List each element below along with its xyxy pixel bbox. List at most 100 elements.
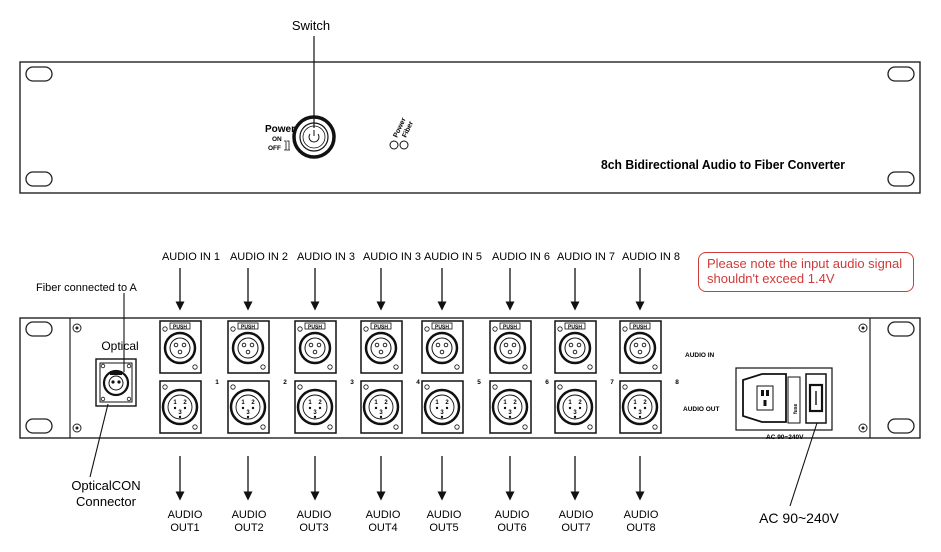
push-label: PUSH: [308, 325, 322, 331]
audio-out-label: AUDIO: [232, 509, 267, 521]
pin-label: 3: [638, 410, 642, 416]
screw-icon: [393, 424, 399, 430]
pin-label: 1: [503, 400, 507, 406]
channel-number: 2: [283, 379, 287, 386]
pin: [384, 406, 388, 410]
screw-icon: [424, 384, 430, 390]
screw-icon: [327, 364, 333, 370]
screw-icon: [557, 384, 563, 390]
pin-socket: [181, 342, 187, 348]
pin-socket: [507, 349, 513, 355]
push-label: PUSH: [435, 325, 449, 331]
audio-out-label: AUDIO: [427, 509, 462, 521]
pin-label: 3: [313, 410, 317, 416]
push-label: PUSH: [173, 325, 187, 331]
xlr-face: [499, 337, 521, 359]
audio-in-label: AUDIO IN 2: [230, 251, 288, 263]
pin-socket: [511, 342, 517, 348]
pin-socket: [316, 342, 322, 348]
pin-socket: [443, 342, 449, 348]
pin-socket: [439, 349, 445, 355]
pin: [440, 415, 444, 419]
mount-slot: [887, 66, 915, 82]
pin-label: 1: [374, 400, 378, 406]
mount-slot: [25, 321, 53, 337]
pin-socket: [374, 342, 380, 348]
pin-socket: [568, 342, 574, 348]
ac-pointer: [789, 422, 818, 507]
pin: [183, 406, 187, 410]
mount-slot: [25, 171, 53, 187]
push-tab: [629, 322, 651, 330]
xlr-face: [562, 394, 588, 420]
push-label: PUSH: [633, 325, 647, 331]
xlr-face: [368, 394, 394, 420]
pin-label: 2: [445, 400, 449, 406]
pin-label: 2: [643, 400, 647, 406]
audio-in-label: AUDIO IN 8: [622, 251, 680, 263]
pin: [435, 406, 439, 410]
pin-label: 2: [318, 400, 322, 406]
push-tab: [304, 322, 326, 330]
xlr-face: [302, 394, 328, 420]
pin-label: 3: [573, 410, 577, 416]
pin-label: 3: [440, 410, 444, 416]
audio-in-label: AUDIO IN 7: [557, 251, 615, 263]
pin-label: 2: [384, 400, 388, 406]
screw-icon: [522, 364, 528, 370]
power-socket-label: AC 90~240V: [766, 434, 804, 441]
push-label: PUSH: [374, 325, 388, 331]
pin-label: 1: [173, 400, 177, 406]
screw-icon: [424, 326, 430, 332]
pin: [573, 415, 577, 419]
push-tab: [564, 322, 586, 330]
screw-icon: [622, 384, 628, 390]
pin: [251, 406, 255, 410]
opticalcon-label: Connector: [76, 494, 137, 509]
pin-label: 2: [251, 400, 255, 406]
screw-icon: [192, 424, 198, 430]
screw-icon: [557, 326, 563, 332]
off-label: OFF: [268, 145, 281, 152]
pin: [318, 406, 322, 410]
pin: [173, 406, 177, 410]
pin: [513, 406, 517, 410]
pin: [638, 415, 642, 419]
note-line: Please note the input audio signal: [707, 256, 903, 271]
pin: [503, 406, 507, 410]
push-label: PUSH: [503, 325, 517, 331]
screw-icon: [492, 326, 498, 332]
pin-socket: [241, 342, 247, 348]
screw-icon: [260, 424, 266, 430]
opticalcon-connector: [95, 358, 137, 407]
audio-out-label: OUT3: [299, 522, 328, 534]
led-fiber: [399, 140, 409, 150]
pin: [445, 406, 449, 410]
channel-number: 6: [545, 379, 549, 386]
mount-slot: [887, 418, 915, 434]
xlr-face: [235, 394, 261, 420]
audio-in-label: AUDIO IN 5: [424, 251, 482, 263]
screw-icon: [652, 364, 658, 370]
audio-out-label: AUDIO: [495, 509, 530, 521]
fiber-label: Fiber connected to A: [36, 282, 138, 294]
power-icon: [308, 133, 320, 143]
product-title: 8ch Bidirectional Audio to Fiber Convert…: [601, 157, 845, 172]
screw-icon: [327, 424, 333, 430]
pin: [633, 406, 637, 410]
channel-number: 4: [416, 379, 420, 386]
screw-icon: [652, 424, 658, 430]
audio-out-label: OUT1: [170, 522, 199, 534]
audio-out-label: OUT7: [561, 522, 590, 534]
pin-label: 3: [508, 410, 512, 416]
pin-label: 2: [183, 400, 187, 406]
mount-slot: [25, 66, 53, 82]
screw-icon: [192, 364, 198, 370]
pin-label: 3: [379, 410, 383, 416]
